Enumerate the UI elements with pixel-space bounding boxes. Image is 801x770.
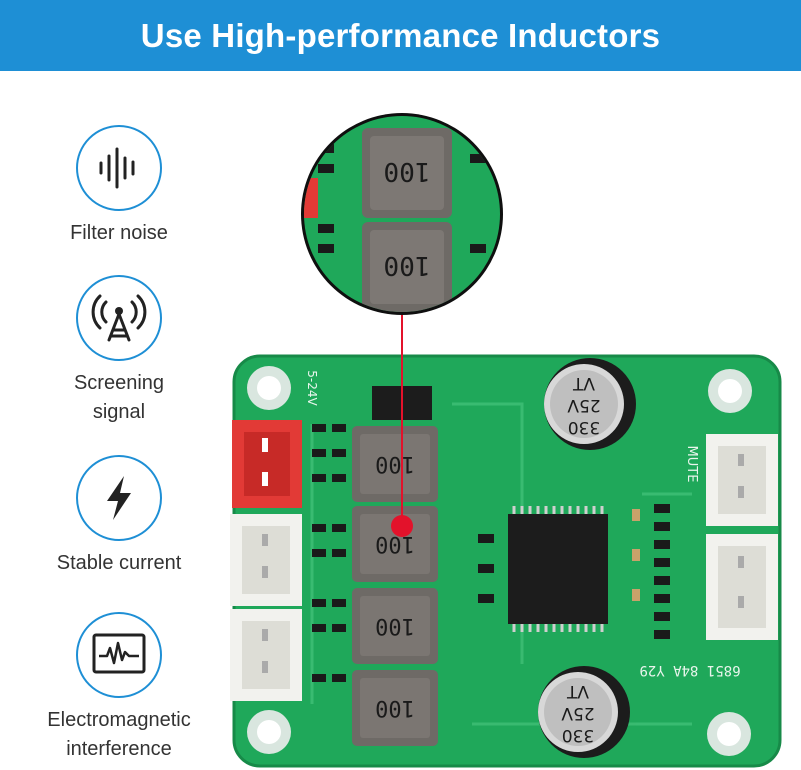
- feature-icon-circle: [76, 455, 162, 541]
- capacitor-top: 330 25V VT: [544, 358, 636, 450]
- inductor-label: 100: [375, 451, 415, 476]
- mounting-hole: [707, 712, 751, 756]
- amplifier-ic: [508, 506, 608, 632]
- white-connector: [706, 434, 778, 526]
- smd-components: [478, 504, 670, 639]
- capacitor-label: 25V: [561, 703, 595, 723]
- mounting-hole: [247, 366, 291, 410]
- feature-label: Screening signal: [73, 372, 165, 423]
- white-connector: [706, 534, 778, 640]
- inductor-label: 100: [375, 531, 415, 556]
- red-connector: [232, 420, 302, 508]
- silkscreen-label: 5-24V: [305, 370, 319, 406]
- inductor: 100: [352, 426, 438, 502]
- mounting-hole: [708, 369, 752, 413]
- sound-wave-icon: [99, 147, 135, 189]
- feature-icon-circle: [76, 125, 162, 211]
- header-banner: Use High-performance Inductors: [0, 0, 801, 71]
- inductor-label: 100: [375, 695, 415, 720]
- feature-screening-signal: Screening signal: [28, 275, 210, 427]
- silkscreen-label: 6851 84A Y29: [639, 662, 740, 678]
- mounting-hole: [247, 710, 291, 754]
- lightning-bolt-icon: [107, 476, 131, 520]
- feature-label: Filter noise: [70, 222, 168, 244]
- signal-tower-icon: [91, 294, 147, 342]
- pcb-body: [234, 356, 780, 766]
- capacitor-label: 330: [562, 725, 594, 745]
- capacitor-label: VT: [566, 681, 589, 701]
- feature-electromagnetic-interference: Electromagnetic interference: [28, 612, 210, 764]
- inductor-zoomed: 100: [362, 222, 452, 312]
- white-connector: [230, 609, 302, 701]
- smd-components: [312, 424, 346, 682]
- capacitor-label: 25V: [567, 395, 601, 415]
- feature-label: Stable current: [56, 552, 182, 574]
- feature-stable-current: Stable current: [28, 455, 210, 578]
- page-title: Use High-performance Inductors: [140, 16, 661, 54]
- inductor: 100: [352, 670, 438, 746]
- inductor-label: 100: [375, 613, 415, 638]
- white-connector: [230, 514, 302, 606]
- silkscreen-label: MUTE: [684, 446, 699, 483]
- oscilloscope-icon: [92, 633, 146, 674]
- inductor-label: 100: [384, 250, 431, 280]
- marker-dot: [391, 515, 413, 537]
- inductor-label: 100: [384, 156, 431, 186]
- board-illustration: 100 100 100 100: [222, 104, 801, 770]
- capacitor-bottom: 330 25V VT: [538, 666, 630, 758]
- capacitor-label: 330: [568, 417, 600, 437]
- feature-icon-circle: [76, 612, 162, 698]
- inductor-zoomed: 100: [362, 128, 452, 218]
- capacitor-label: VT: [572, 373, 595, 393]
- feature-label: Electromagnetic interference: [47, 709, 191, 760]
- inductor: 100: [352, 588, 438, 664]
- feature-filter-noise: Filter noise: [28, 125, 210, 248]
- feature-icon-circle: [76, 275, 162, 361]
- pcb-board: 100 100 100 100: [230, 113, 782, 768]
- inductor: 100: [352, 506, 438, 582]
- zoom-magnifier: 100 100: [301, 113, 503, 315]
